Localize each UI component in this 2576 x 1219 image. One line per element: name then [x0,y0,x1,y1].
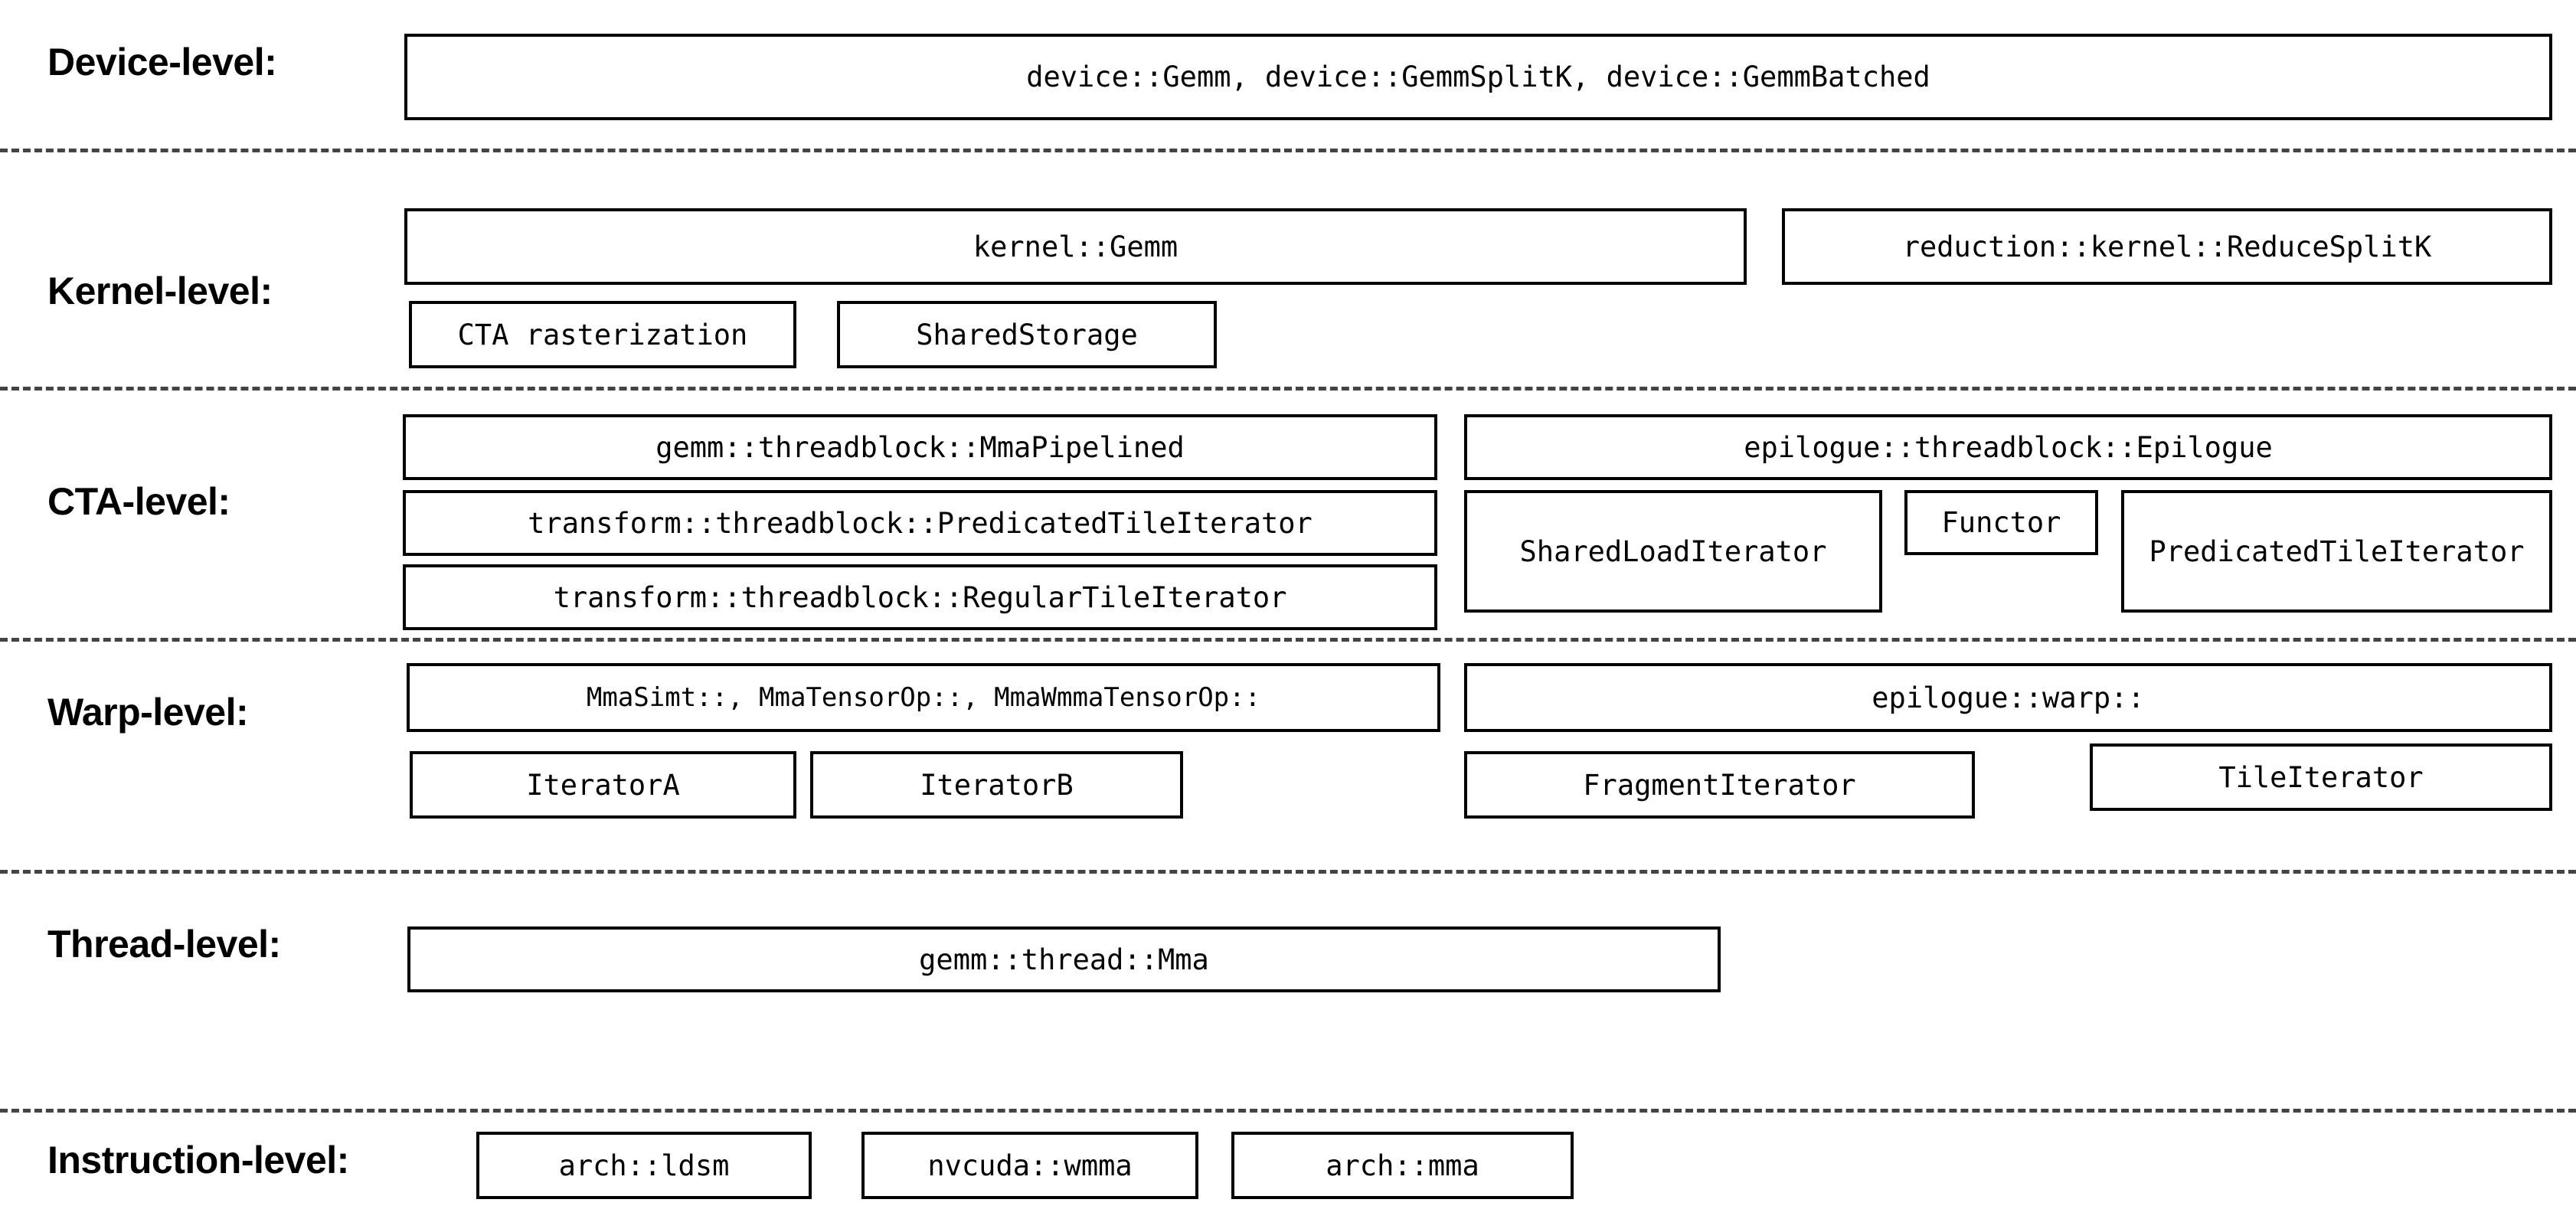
divider-thread-instruction [0,1109,2576,1113]
box-fragment-iterator[interactable]: FragmentIterator [1464,751,1975,819]
box-shared-load-iterator-label: SharedLoadIterator [1519,534,1827,568]
box-gemm-thread-mma[interactable]: gemm::thread::Mma [407,927,1721,992]
box-nvcuda-wmma-label: nvcuda::wmma [927,1149,1133,1182]
box-gemm-threadblock-mmapipelined[interactable]: gemm::threadblock::MmaPipelined [403,414,1437,480]
box-kernel-gemm-label: kernel::Gemm [973,230,1178,263]
box-iterator-b[interactable]: IteratorB [810,751,1183,819]
box-tile-iterator-label: TileIterator [2218,760,2424,794]
box-reduction-reducesplitk-label: reduction::kernel::ReduceSplitK [1902,230,2432,263]
box-device-gemm-label: device::Gemm, device::GemmSplitK, device… [1026,60,1930,93]
box-functor-label: Functor [1941,506,2061,539]
box-warp-mma-ops[interactable]: MmaSimt::, MmaTensorOp::, MmaWmmaTensorO… [407,663,1440,732]
box-arch-ldsm-label: arch::ldsm [558,1149,730,1182]
box-gemm-thread-mma-label: gemm::thread::Mma [919,943,1209,976]
box-epilogue-warp-label: epilogue::warp:: [1872,681,2145,714]
box-iterator-b-label: IteratorB [920,768,1074,802]
divider-kernel-cta [0,387,2576,391]
box-gemm-threadblock-mmapipelined-label: gemm::threadblock::MmaPipelined [655,430,1185,464]
box-arch-mma[interactable]: arch::mma [1231,1132,1574,1199]
box-functor[interactable]: Functor [1904,490,2098,555]
box-kernel-gemm[interactable]: kernel::Gemm [404,208,1747,285]
box-iterator-a[interactable]: IteratorA [410,751,796,819]
level-label-warp: Warp-level: [47,691,249,734]
box-cta-rasterization-label: CTA rasterization [457,318,748,351]
box-shared-storage-label: SharedStorage [916,318,1138,351]
box-epilogue-threadblock-epilogue[interactable]: epilogue::threadblock::Epilogue [1464,414,2552,480]
divider-device-kernel [0,149,2576,152]
box-shared-load-iterator[interactable]: SharedLoadIterator [1464,490,1882,613]
box-device-gemm[interactable]: device::Gemm, device::GemmSplitK, device… [404,34,2552,120]
level-label-thread: Thread-level: [47,923,281,966]
box-warp-mma-ops-label: MmaSimt::, MmaTensorOp::, MmaWmmaTensorO… [586,682,1261,713]
box-fragment-iterator-label: FragmentIterator [1583,768,1856,802]
box-transform-threadblock-regulartileiterator[interactable]: transform::threadblock::RegularTileItera… [403,564,1437,630]
box-shared-storage[interactable]: SharedStorage [837,301,1217,368]
box-iterator-a-label: IteratorA [526,768,680,802]
box-cta-rasterization[interactable]: CTA rasterization [409,301,796,368]
level-label-kernel: Kernel-level: [47,270,273,312]
box-epilogue-predicatedtileiterator[interactable]: PredicatedTileIterator [2121,490,2552,613]
divider-cta-warp [0,638,2576,642]
box-transform-threadblock-predicatedtileiterator-label: transform::threadblock::PredicatedTileIt… [528,506,1313,540]
divider-warp-thread [0,870,2576,874]
box-epilogue-threadblock-epilogue-label: epilogue::threadblock::Epilogue [1744,430,2273,464]
level-label-cta: CTA-level: [47,480,230,523]
box-transform-threadblock-regulartileiterator-label: transform::threadblock::RegularTileItera… [553,580,1287,614]
box-arch-ldsm[interactable]: arch::ldsm [476,1132,812,1199]
box-epilogue-warp[interactable]: epilogue::warp:: [1464,663,2552,732]
level-label-instruction: Instruction-level: [47,1139,349,1181]
box-epilogue-predicatedtileiterator-label: PredicatedTileIterator [2149,534,2525,568]
level-label-device: Device-level: [47,41,277,83]
box-nvcuda-wmma[interactable]: nvcuda::wmma [861,1132,1198,1199]
box-arch-mma-label: arch::mma [1326,1149,1479,1182]
box-tile-iterator[interactable]: TileIterator [2090,743,2552,811]
box-reduction-reducesplitk[interactable]: reduction::kernel::ReduceSplitK [1782,208,2552,285]
box-transform-threadblock-predicatedtileiterator[interactable]: transform::threadblock::PredicatedTileIt… [403,490,1437,556]
